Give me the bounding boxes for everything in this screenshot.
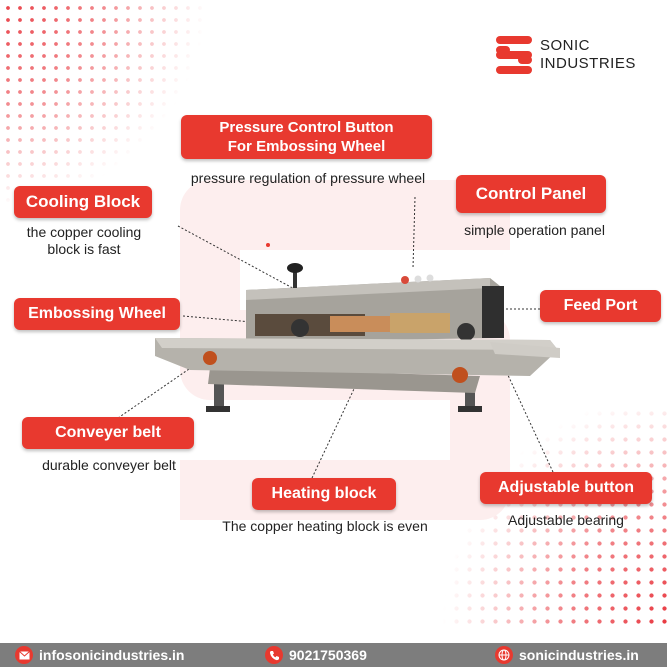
pressure-description: pressure regulation of pressure wheel [190,170,426,186]
brand-line2: INDUSTRIES [540,55,636,72]
callout-heating-block: Heating block [252,478,396,510]
brand-logo: SONIC INDUSTRIES [496,36,636,74]
callout-pressure-title-line1: Pressure Control Button [219,119,394,136]
footer-phone[interactable]: 9021750369 [265,646,367,664]
callout-control-panel: Control Panel [456,175,606,213]
cooling-desc-line1: the copper cooling [26,224,142,240]
callout-embossing-wheel: Embossing Wheel [14,298,180,330]
cooling-desc-line2: block is fast [47,241,121,257]
callout-conveyer-belt: Conveyer belt [22,417,194,449]
conveyer-description: durable conveyer belt [42,457,176,473]
footer-email-text: infosonicindustries.in [39,647,185,663]
footer-email[interactable]: infosonicindustries.in [15,646,184,664]
footer-website[interactable]: sonicindustries.in [495,646,639,664]
callout-feed-port: Feed Port [540,290,661,322]
footer-phone-text: 9021750369 [289,647,367,663]
adjustable-description: Adjustable bearing [508,512,624,528]
footer-contact-bar: infosonicindustries.in 9021750369 sonici… [0,643,667,667]
globe-icon [495,646,513,664]
mail-icon [15,646,33,664]
callout-cooling-block: Cooling Block [14,186,152,218]
band-sealer-machine-image [155,263,560,412]
heating-description: The copper heating block is even [222,518,428,534]
callout-pressure-title-line2: For Embossing Wheel [227,138,386,155]
cooling-description: the copper cooling block is fast [10,224,158,258]
decorative-dots-top-left [0,0,210,210]
callout-adjustable-button: Adjustable button [480,472,652,504]
brand-name: SONIC INDUSTRIES [540,37,636,73]
control-panel-description: simple operation panel [464,222,605,238]
brand-line1: SONIC [540,37,591,54]
phone-icon [265,646,283,664]
footer-website-text: sonicindustries.in [519,647,639,663]
s-stripes-logo-icon [496,36,532,74]
callout-pressure-control: Pressure Control Button For Embossing Wh… [181,115,432,159]
